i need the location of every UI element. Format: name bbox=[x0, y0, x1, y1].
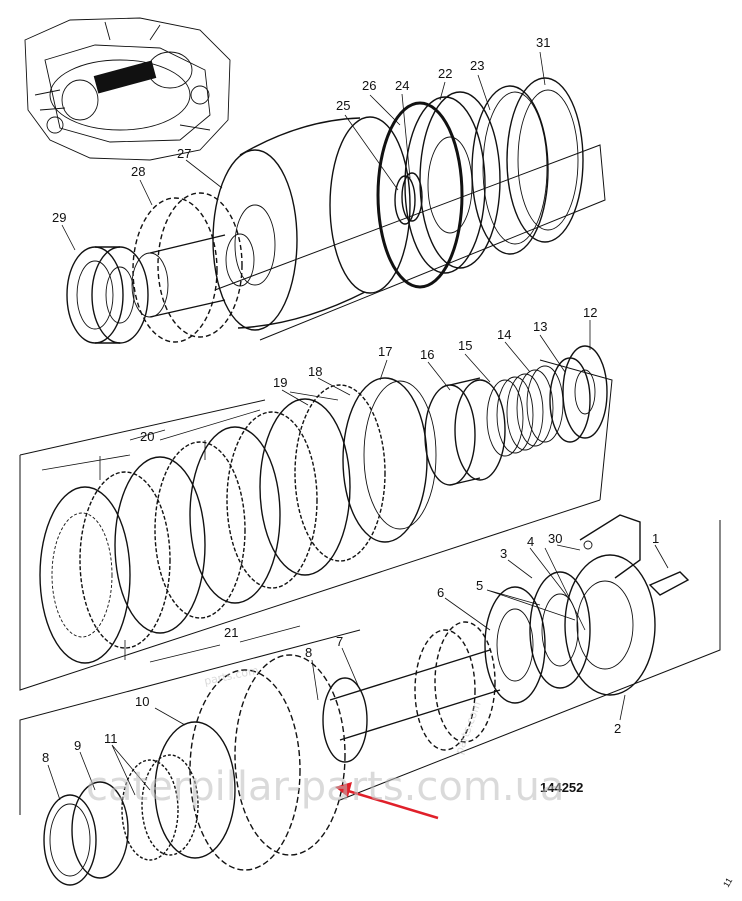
callout-13: 13 bbox=[533, 319, 547, 334]
callout-12: 12 bbox=[583, 305, 597, 320]
machine-inset-icon bbox=[24, 17, 231, 161]
callout-8-lower: 8 bbox=[42, 750, 49, 765]
callout-4: 4 bbox=[527, 534, 534, 549]
corner-mark: 11 bbox=[721, 876, 734, 889]
part-springs bbox=[486, 365, 564, 457]
callout-21: 21 bbox=[224, 625, 238, 640]
callout-3: 3 bbox=[500, 546, 507, 561]
callout-10: 10 bbox=[135, 694, 149, 709]
part-clutch-discs bbox=[39, 384, 386, 664]
leader-lines bbox=[41, 51, 669, 801]
watermark-small-1: parts.com bbox=[203, 664, 260, 688]
callout-28: 28 bbox=[131, 164, 145, 179]
part-ring bbox=[471, 85, 549, 255]
callout-9: 9 bbox=[74, 738, 81, 753]
callout-17: 17 bbox=[378, 344, 392, 359]
callout-27: 27 bbox=[177, 146, 191, 161]
part-race bbox=[121, 759, 179, 861]
part-bearing-2 bbox=[529, 571, 591, 689]
callout-6: 6 bbox=[437, 585, 444, 600]
callout-8-upper: 8 bbox=[305, 645, 312, 660]
drawing-number: 144252 bbox=[540, 780, 583, 795]
part-clutch-drum bbox=[212, 116, 411, 331]
callout-19: 19 bbox=[273, 375, 287, 390]
part-gear bbox=[131, 192, 243, 343]
callout-11: 11 bbox=[104, 731, 118, 746]
callout-25: 25 bbox=[336, 98, 350, 113]
part-spring-plate bbox=[506, 77, 584, 243]
callout-14: 14 bbox=[497, 327, 511, 342]
callout-22: 22 bbox=[438, 66, 452, 81]
part-snap-ring-2 bbox=[43, 794, 97, 886]
callout-15: 15 bbox=[458, 338, 472, 353]
part-retainer bbox=[562, 345, 608, 439]
callout-5: 5 bbox=[476, 578, 483, 593]
watermark-small-2: parts.com bbox=[453, 700, 484, 756]
callout-1: 1 bbox=[652, 531, 659, 546]
part-shaft bbox=[322, 621, 501, 763]
callout-30: 30 bbox=[548, 531, 562, 546]
watermark-main: caterpillar-parts.com.ua bbox=[86, 764, 564, 810]
callout-23: 23 bbox=[470, 58, 484, 73]
callout-24: 24 bbox=[395, 78, 409, 93]
part-end-plate bbox=[342, 377, 428, 543]
part-gear-2 bbox=[154, 654, 346, 871]
callout-29: 29 bbox=[52, 210, 66, 225]
arrow-pointer-icon bbox=[335, 782, 439, 820]
part-bearing bbox=[66, 246, 149, 344]
callout-2: 2 bbox=[614, 721, 621, 736]
callout-7: 7 bbox=[336, 634, 343, 649]
callout-20: 20 bbox=[140, 429, 154, 444]
part-thrust-ring bbox=[71, 781, 129, 879]
callout-26: 26 bbox=[362, 78, 376, 93]
part-snap-ring bbox=[376, 101, 464, 289]
callout-16: 16 bbox=[420, 347, 434, 362]
callout-31: 31 bbox=[536, 35, 550, 50]
part-piston-2 bbox=[424, 377, 506, 486]
callout-18: 18 bbox=[308, 364, 322, 379]
part-flange bbox=[564, 514, 690, 696]
